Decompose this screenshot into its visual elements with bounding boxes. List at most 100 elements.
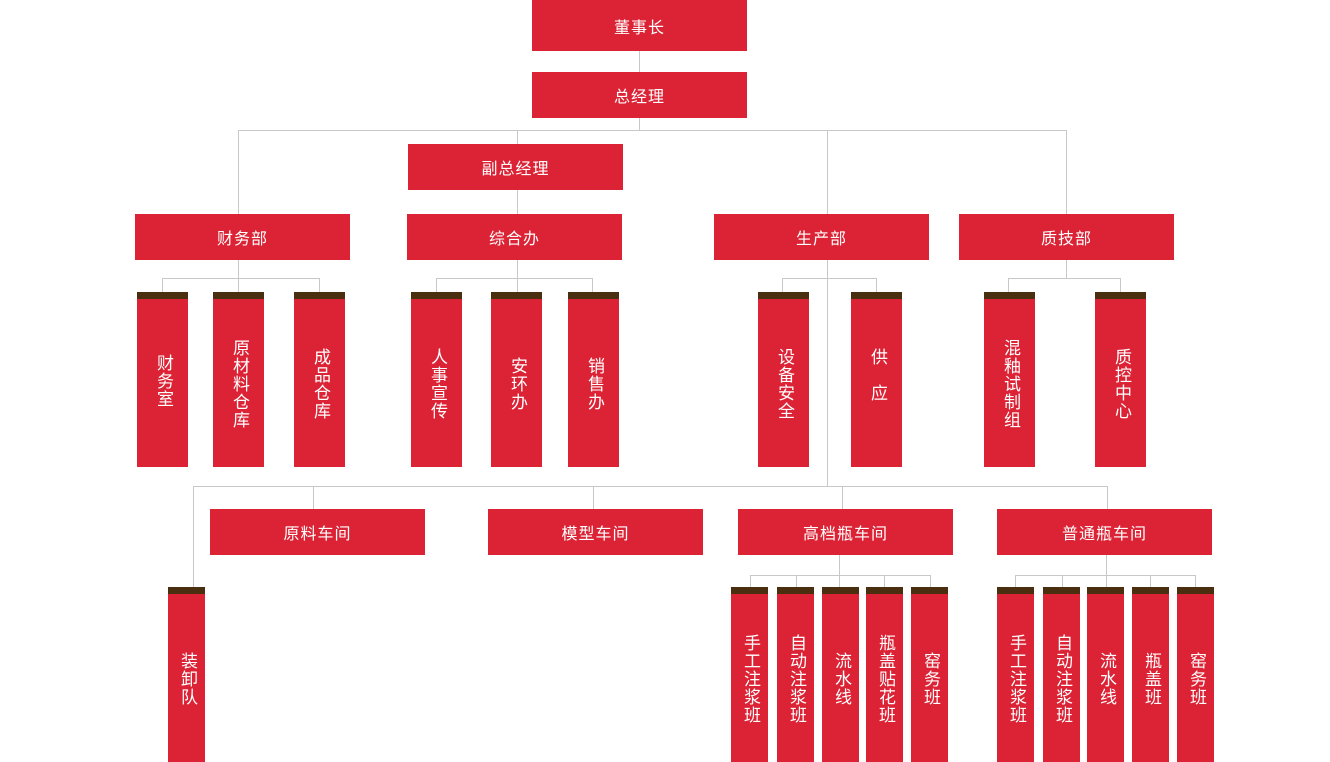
connector-line [750,575,751,587]
team-card[interactable]: 瓶盖班 [1132,587,1169,762]
connector-line [313,486,314,509]
team-card[interactable]: 窑务班 [911,587,948,762]
team-card[interactable]: 自动注浆班 [777,587,814,762]
raw-material-workshop-node[interactable]: 原料车间 [210,509,425,555]
connector-line [827,130,828,214]
node-label: 普通瓶车间 [1061,524,1147,543]
team-card[interactable]: 自动注浆班 [1043,587,1080,762]
unit-card[interactable]: 销售办 [568,292,619,467]
unit-label: 财务室 [153,354,173,408]
deputy-general-manager-node[interactable]: 副总经理 [408,144,623,190]
connector-line [238,130,239,214]
unit-card[interactable]: 混釉试制组 [984,292,1035,467]
connector-line [1062,575,1063,587]
connector-line [436,278,593,279]
team-label: 瓶盖贴花班 [875,634,895,724]
premium-bottle-workshop-node[interactable]: 高档瓶车间 [738,509,953,555]
unit-label: 质控中心 [1111,348,1131,420]
team-label: 手工注浆班 [740,634,760,724]
connector-line [827,260,828,486]
unit-label: 设备安全 [774,348,794,420]
unit-card[interactable]: 成品仓库 [294,292,345,467]
node-label: 质技部 [1040,229,1092,248]
connector-line [193,486,1108,487]
connector-line [162,278,320,279]
node-label: 高档瓶车间 [802,524,888,543]
connector-line [1066,260,1067,278]
team-card[interactable]: 瓶盖贴花班 [866,587,903,762]
team-label: 自动注浆班 [1052,634,1072,724]
loading-team-card[interactable]: 装卸队 [168,587,205,762]
team-label: 自动注浆班 [786,634,806,724]
team-label: 瓶盖班 [1141,652,1161,706]
node-label: 财务部 [216,229,268,248]
connector-line [593,486,594,509]
connector-line [517,190,518,214]
team-label: 流水线 [831,652,851,706]
connector-line [193,486,194,587]
connector-line [1008,278,1009,292]
connector-line [1015,575,1196,576]
connector-line [842,486,843,509]
team-card[interactable]: 流水线 [1087,587,1124,762]
connector-line [839,575,840,587]
node-label: 董事长 [613,17,665,37]
connector-line [1150,575,1151,587]
team-label: 窑务班 [920,652,940,706]
connector-line [782,278,877,279]
connector-line [517,260,518,278]
chairman-node[interactable]: 董事长 [532,0,747,51]
mold-workshop-node[interactable]: 模型车间 [488,509,703,555]
regular-bottle-workshop-node[interactable]: 普通瓶车间 [997,509,1212,555]
team-card[interactable]: 流水线 [822,587,859,762]
node-label: 总经理 [613,87,665,106]
connector-line [592,278,593,292]
unit-label: 装卸队 [177,652,197,706]
connector-line [517,278,518,292]
unit-card[interactable]: 安环办 [491,292,542,467]
general-manager-node[interactable]: 总经理 [532,72,747,118]
team-label: 手工注浆班 [1006,634,1026,724]
connector-line [1015,575,1016,587]
unit-label: 原材料仓库 [229,339,249,429]
unit-label: 成品仓库 [310,348,330,420]
node-label: 副总经理 [481,159,550,178]
connector-line [884,575,885,587]
unit-label: 安环办 [507,357,527,411]
connector-line [517,130,518,144]
node-label: 原料车间 [283,524,352,543]
connector-line [1195,575,1196,587]
connector-line [839,555,840,575]
connector-line [162,278,163,292]
general-office-node[interactable]: 综合办 [407,214,622,260]
team-label: 流水线 [1096,652,1116,706]
team-card[interactable]: 手工注浆班 [731,587,768,762]
unit-card[interactable]: 人事宣传 [411,292,462,467]
finance-dept-node[interactable]: 财务部 [135,214,350,260]
connector-line [1120,278,1121,292]
connector-line [436,278,437,292]
unit-label: 供 应 [867,348,887,402]
node-label: 模型车间 [561,524,630,543]
production-dept-node[interactable]: 生产部 [714,214,929,260]
quality-tech-dept-node[interactable]: 质技部 [959,214,1174,260]
connector-line [1107,486,1108,509]
connector-line [639,118,640,131]
unit-label: 人事宣传 [427,348,447,420]
unit-label: 混釉试制组 [1000,339,1020,429]
node-label: 综合办 [488,229,540,248]
unit-card[interactable]: 质控中心 [1095,292,1146,467]
connector-line [639,51,640,72]
team-card[interactable]: 窑务班 [1177,587,1214,762]
team-card[interactable]: 手工注浆班 [997,587,1034,762]
unit-card[interactable]: 设备安全 [758,292,809,467]
connector-line [238,130,1067,131]
unit-label: 销售办 [584,357,604,411]
connector-line [930,575,931,587]
connector-line [782,278,783,292]
unit-card[interactable]: 供 应 [851,292,902,467]
connector-line [1066,130,1067,214]
unit-card[interactable]: 财务室 [137,292,188,467]
team-label: 窑务班 [1186,652,1206,706]
unit-card[interactable]: 原材料仓库 [213,292,264,467]
